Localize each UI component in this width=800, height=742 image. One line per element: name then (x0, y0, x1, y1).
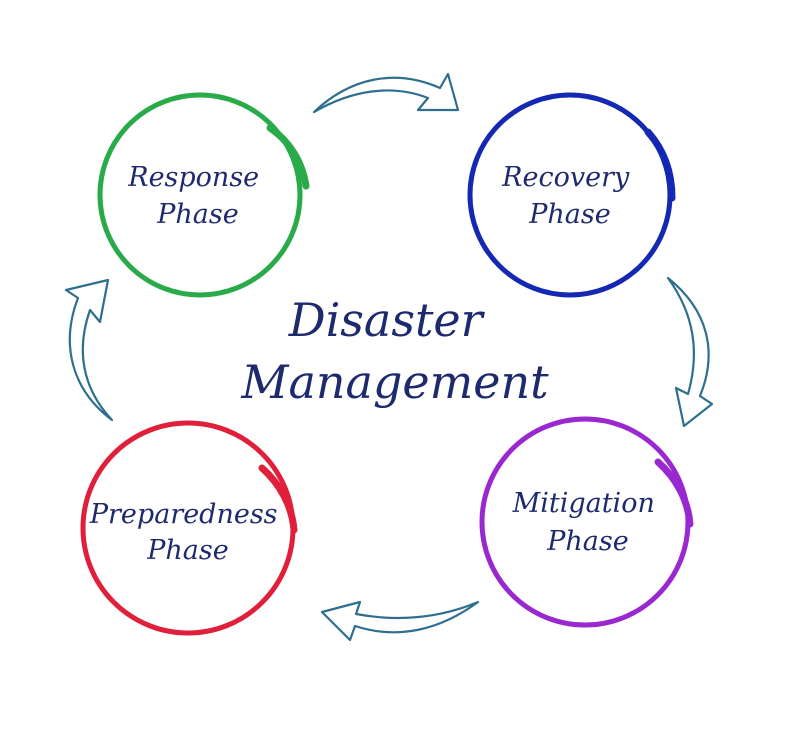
phase-label-response: Response Phase (127, 162, 268, 230)
phase-ring-mitigation (479, 416, 691, 628)
phase-ring-recovery (467, 92, 673, 298)
phase-preparedness: Preparedness Phase (80, 420, 298, 636)
phase-ring-tail-response (266, 124, 310, 190)
arrow-response-to-recovery (312, 72, 460, 114)
arrow-recovery-to-mitigation (666, 276, 714, 428)
phase-label-recovery: Recovery Phase (501, 162, 638, 230)
phase-label-mitigation: Mitigation Phase (512, 488, 664, 557)
diagram-title: Disaster Management (240, 293, 549, 409)
phase-ring-tail-mitigation (654, 458, 694, 528)
phase-mitigation: Mitigation Phase (479, 416, 694, 628)
arrow-preparedness-to-response (64, 278, 114, 422)
cycle-arrows (64, 72, 714, 642)
phase-ring-response (97, 92, 303, 298)
phase-recovery: Recovery Phase (467, 92, 676, 298)
phase-ring-tail-preparedness (258, 464, 298, 534)
phase-response: Response Phase (97, 92, 310, 298)
phase-label-preparedness: Preparedness Phase (89, 499, 286, 566)
arrow-mitigation-to-preparedness (320, 600, 480, 642)
phase-ring-tail-recovery (644, 128, 676, 202)
